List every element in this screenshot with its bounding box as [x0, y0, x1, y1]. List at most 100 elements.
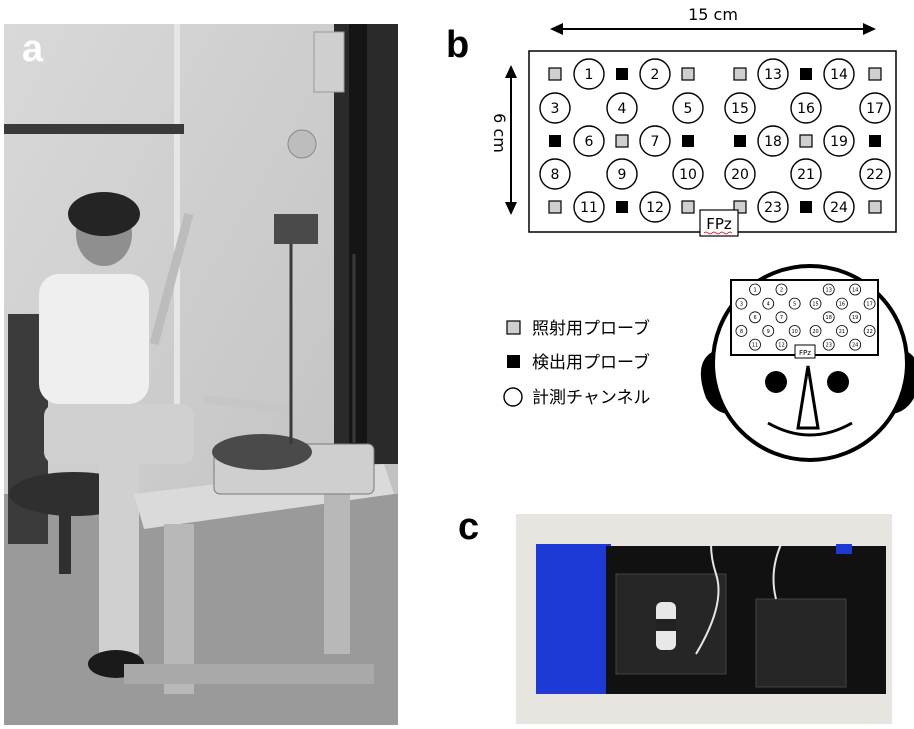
- mini-channel-1-label: 1: [753, 287, 756, 293]
- channel-13-circle: [757, 58, 789, 90]
- mini-channel-14-label: 14: [852, 287, 858, 293]
- channel-6-circle: [573, 125, 605, 157]
- channel-2-label: 2: [651, 67, 660, 83]
- channel-17-circle: [859, 92, 891, 124]
- mini-channel-10-circle: [788, 325, 801, 337]
- height-label: 6 cm: [490, 113, 509, 153]
- channel-7-circle: [639, 125, 671, 157]
- panel-label-a: a: [22, 28, 44, 70]
- emitter-probe: [868, 67, 882, 81]
- mini-channel-13-label: 13: [826, 287, 832, 293]
- channel-15-label: 15: [731, 101, 749, 117]
- mini-channel-8-circle: [735, 325, 748, 337]
- probe-squares: [548, 67, 882, 214]
- channel-19-circle: [823, 125, 855, 157]
- channel-21-label: 21: [797, 167, 815, 183]
- mini-channel-9-label: 9: [767, 329, 770, 335]
- emitter-probe: [548, 67, 562, 81]
- channel-18-circle: [757, 125, 789, 157]
- mini-channel-11-label: 11: [752, 342, 758, 348]
- mini-channel-23-label: 23: [826, 342, 832, 348]
- channel-24-circle: [823, 191, 855, 223]
- legend-emitter-swatch: [506, 320, 521, 335]
- mini-channel-2-label: 2: [780, 287, 783, 293]
- legend: 照射用プローブ 検出用プローブ 計測チャンネル: [503, 318, 651, 408]
- channel-13-label: 13: [764, 67, 782, 83]
- mini-channel-12-label: 12: [778, 342, 784, 348]
- channel-5-circle: [672, 92, 704, 124]
- mini-channel-2-circle: [775, 283, 788, 296]
- detector-probe: [800, 68, 812, 80]
- photo-probe-holder-pad: [516, 513, 892, 724]
- channel-7-label: 7: [651, 134, 660, 150]
- mini-channel-7-label: 7: [780, 315, 783, 321]
- mini-channel-14-circle: [849, 283, 862, 296]
- mini-channel-17-label: 17: [866, 301, 872, 307]
- fpz-label: FPz: [706, 215, 732, 233]
- channel-21-circle: [790, 158, 822, 190]
- channel-16-label: 16: [797, 101, 815, 117]
- mini-channel-23-circle: [822, 338, 835, 351]
- mini-channel-8-label: 8: [740, 329, 743, 335]
- mini-channel-22-circle: [863, 325, 876, 337]
- channel-3-circle: [539, 92, 571, 124]
- mini-channel-4-circle: [762, 297, 775, 310]
- mini-fpz-label: FPz: [799, 349, 811, 357]
- mini-channel-13-circle: [822, 283, 835, 296]
- channel-20-label: 20: [731, 167, 749, 183]
- mini-channel-24-circle: [849, 338, 862, 351]
- mini-channel-17-circle: [863, 297, 876, 310]
- channel-1-label: 1: [585, 67, 594, 83]
- mini-channel-10-label: 10: [791, 329, 797, 335]
- mini-channel-21-label: 21: [839, 329, 845, 335]
- channel-20-circle: [724, 158, 756, 190]
- mini-channel-19-label: 19: [852, 315, 858, 321]
- mini-channel-22-label: 22: [866, 329, 872, 335]
- channel-11-label: 11: [580, 200, 598, 216]
- detector-probe: [682, 135, 694, 147]
- mini-channel-18-circle: [822, 311, 835, 324]
- emitter-probe: [733, 67, 747, 81]
- mini-channel-18-label: 18: [826, 315, 832, 321]
- fpz-underline: [703, 231, 733, 235]
- mini-channel-21-circle: [836, 325, 848, 337]
- mini-channel-1-circle: [749, 283, 761, 296]
- channel-23-circle: [757, 191, 789, 223]
- channel-14-circle: [823, 58, 855, 90]
- mini-channel-9-circle: [762, 325, 775, 337]
- legend-channel-swatch: [503, 387, 523, 407]
- mini-channel-11-circle: [749, 338, 761, 351]
- mini-channel-3-label: 3: [740, 301, 743, 307]
- width-label: 15 cm: [688, 5, 738, 24]
- mini-channel-6-label: 6: [753, 315, 756, 321]
- emitter-probe: [615, 134, 629, 148]
- mini-channel-15-label: 15: [812, 301, 818, 307]
- legend-detector-label: 検出用プローブ: [532, 352, 650, 373]
- channel-22-circle: [859, 158, 891, 190]
- channel-8-circle: [539, 158, 571, 190]
- emitter-probe: [868, 200, 882, 214]
- mini-channel-7-circle: [775, 311, 788, 324]
- mini-channel-4-label: 4: [767, 301, 770, 307]
- width-dimension-arrow: [550, 23, 876, 35]
- channel-2-circle: [639, 58, 671, 90]
- detector-probe: [616, 68, 628, 80]
- channel-4-circle: [606, 92, 638, 124]
- mini-channel-20-label: 20: [812, 329, 818, 335]
- mini-channel-5-circle: [788, 297, 801, 310]
- emitter-probe: [799, 134, 813, 148]
- mini-channel-20-circle: [809, 325, 822, 337]
- mini-channel-15-circle: [809, 297, 822, 310]
- channel-12-circle: [639, 191, 671, 223]
- channel-5-label: 5: [684, 101, 693, 117]
- channel-11-circle: [573, 191, 605, 223]
- channel-19-label: 19: [830, 134, 848, 150]
- channel-9-label: 9: [618, 167, 627, 183]
- mini-channel-3-circle: [735, 297, 748, 310]
- channel-12-label: 12: [646, 200, 664, 216]
- channel-18-label: 18: [764, 134, 782, 150]
- legend-channel-label: 計測チャンネル: [532, 388, 651, 408]
